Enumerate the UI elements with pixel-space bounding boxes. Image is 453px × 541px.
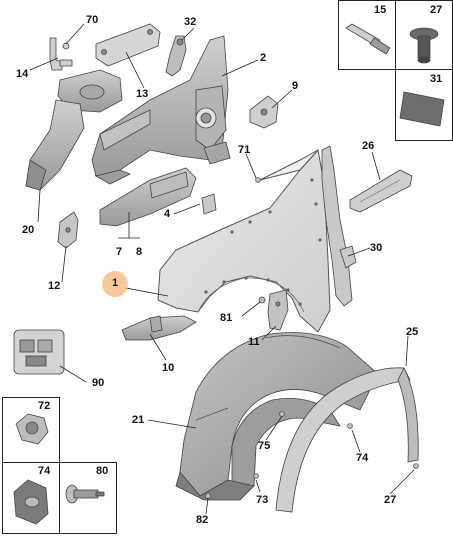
- inset-box-27: [395, 0, 453, 70]
- part-14-apron: [25, 69, 123, 191]
- label-75: 75: [258, 440, 271, 452]
- part-25-moulding: [275, 367, 419, 513]
- part-7-8-bracket: [99, 167, 197, 227]
- inset-box-80: [59, 462, 117, 534]
- clip-73-arch: [253, 473, 259, 479]
- inset-box-15: [338, 0, 396, 70]
- label-10: 10: [162, 362, 175, 374]
- inset-box-31: [395, 69, 453, 141]
- label-20: 20: [22, 224, 35, 236]
- part-11-bracket: [267, 289, 289, 331]
- label-90: 90: [92, 377, 105, 389]
- label-74-arch: 74: [356, 452, 369, 464]
- label-2: 2: [260, 52, 267, 64]
- label-1: 1: [112, 277, 119, 289]
- label-74-box: 74: [38, 465, 51, 477]
- part-4-bracket: [201, 193, 217, 215]
- part-81-clip: [258, 296, 266, 304]
- inset-box-74: [2, 462, 60, 534]
- label-26: 26: [362, 140, 375, 152]
- label-73: 73: [256, 494, 269, 506]
- label-8: 8: [136, 246, 143, 258]
- label-82: 82: [196, 514, 209, 526]
- label-13: 13: [136, 88, 149, 100]
- highlight-marker: [102, 271, 128, 297]
- label-11: 11: [248, 336, 260, 348]
- part-90-connector: [13, 329, 65, 375]
- part-12-bracket: [57, 211, 79, 249]
- part-13-bracket: [95, 23, 161, 67]
- clip-71: [255, 177, 261, 183]
- label-30: 30: [370, 242, 383, 254]
- label-31: 31: [430, 73, 443, 85]
- part-1-fender: [157, 148, 331, 333]
- label-7: 7: [116, 246, 123, 258]
- label-80: 80: [96, 465, 109, 477]
- part-26-strip: [349, 169, 413, 213]
- label-12: 12: [48, 280, 61, 292]
- part-30-seal: [321, 145, 357, 307]
- clip-75-arch: [279, 411, 285, 417]
- leader-lines: [29, 23, 415, 515]
- part-10-bracket: [121, 315, 197, 341]
- part-2-structure: [91, 35, 231, 185]
- part-32-clip: [165, 35, 187, 77]
- label-15: 15: [374, 4, 387, 16]
- label-70: 70: [86, 14, 99, 26]
- label-25: 25: [406, 326, 419, 338]
- label-71: 71: [238, 144, 251, 156]
- label-4: 4: [164, 208, 171, 220]
- label-81: 81: [220, 312, 233, 324]
- clip-74-arch: [347, 423, 353, 429]
- label-72: 72: [38, 400, 51, 412]
- inset-box-72: [2, 397, 60, 463]
- label-32: 32: [184, 16, 197, 28]
- part-70-bracket: [49, 37, 73, 71]
- label-9: 9: [292, 80, 299, 92]
- label-21: 21: [132, 414, 145, 426]
- label-27-top: 27: [430, 4, 443, 16]
- clip-82-arch: [205, 493, 211, 499]
- label-14: 14: [16, 68, 29, 80]
- label-27-bottom: 27: [384, 494, 397, 506]
- part-21-liner: [175, 332, 379, 501]
- part-9-bracket: [249, 95, 279, 129]
- clip-27-arch: [413, 463, 419, 469]
